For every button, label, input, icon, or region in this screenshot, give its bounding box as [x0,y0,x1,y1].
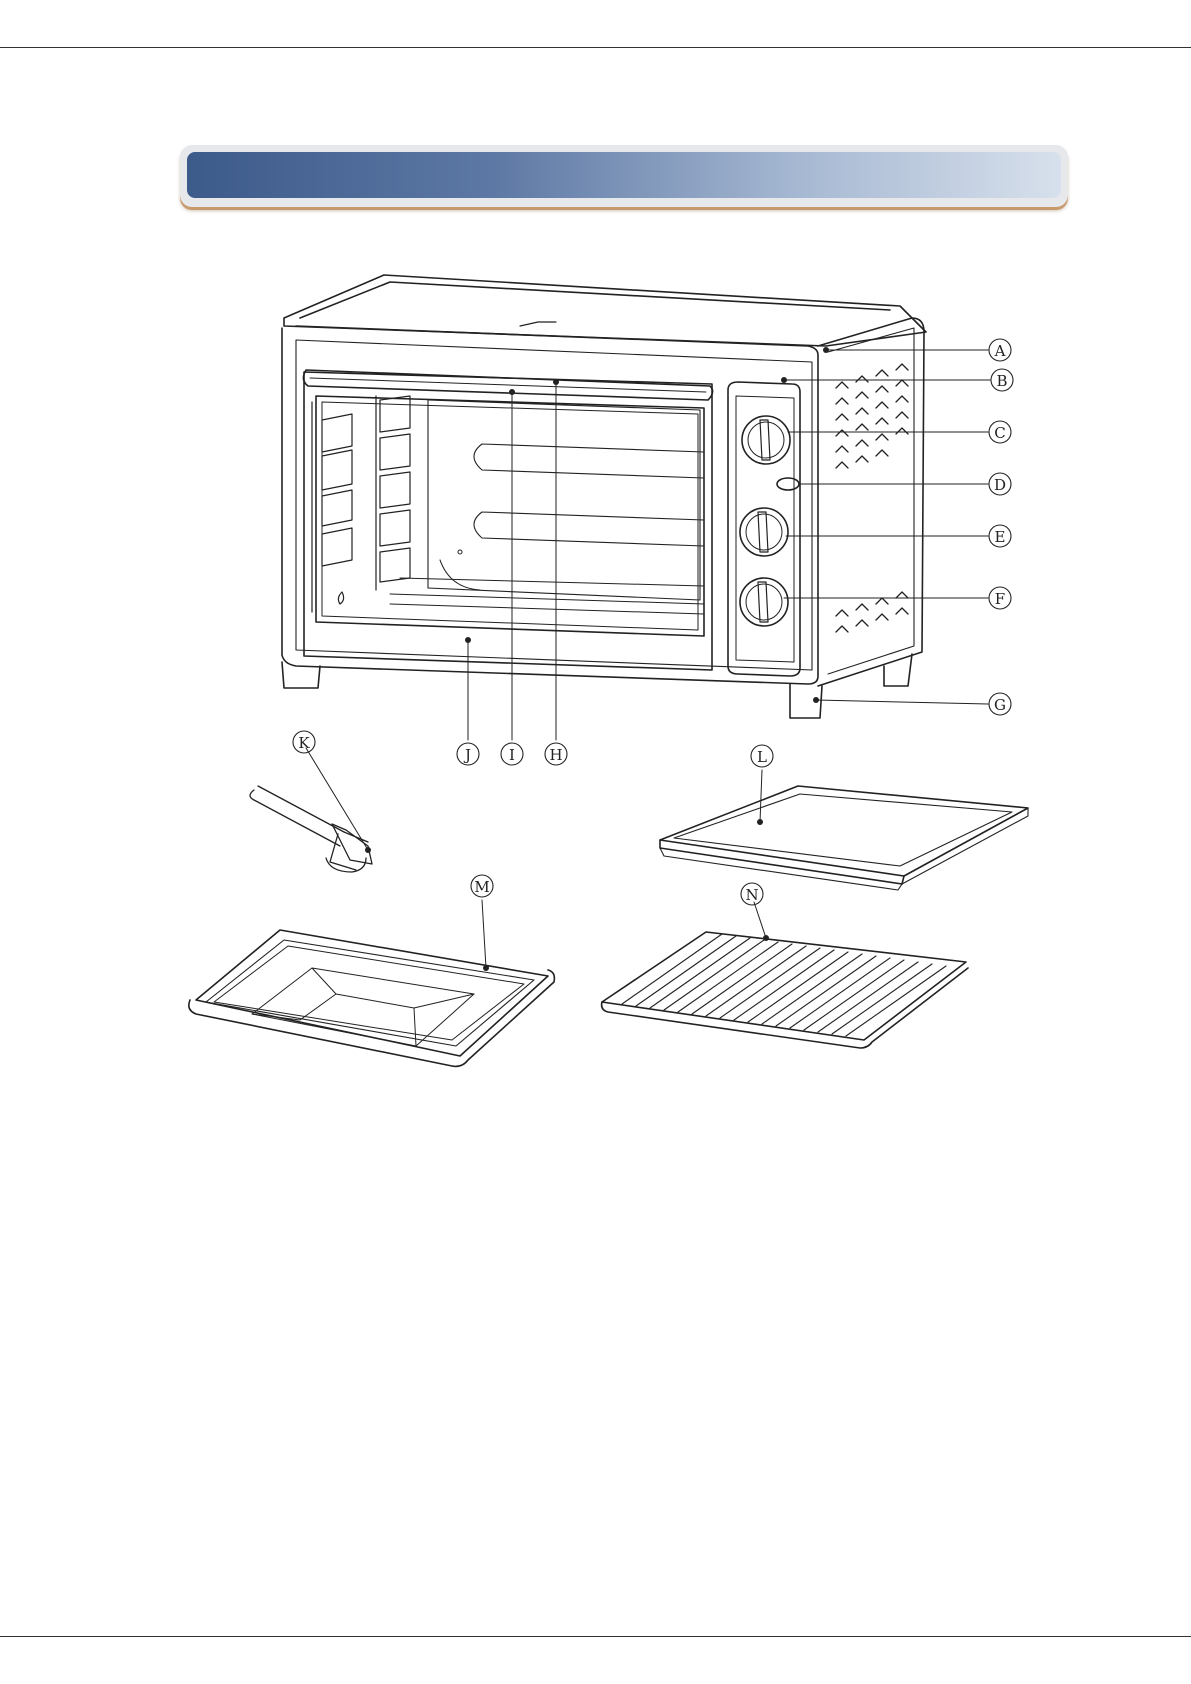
callout-j: J [457,743,479,765]
side-vents [836,364,908,632]
callout-d: D [989,473,1011,495]
knob-f [740,578,788,626]
svg-text:H: H [549,746,562,764]
svg-text:F: F [995,590,1005,608]
callout-g: G [989,693,1011,715]
svg-text:M: M [474,878,489,896]
svg-text:C: C [994,424,1005,442]
svg-text:G: G [994,696,1006,714]
knob-c [742,416,790,464]
leader-dots [365,347,829,971]
callout-m: M [471,875,493,897]
baking-tray-drawing [189,930,555,1066]
svg-text:I: I [509,746,515,764]
callout-f: F [989,587,1011,609]
knob-e [740,508,788,556]
callout-a: A [989,339,1011,361]
callout-l: L [751,745,773,767]
svg-text:A: A [994,342,1006,360]
svg-text:K: K [298,734,310,752]
svg-text:D: D [994,476,1006,494]
svg-text:N: N [745,886,758,904]
svg-text:L: L [757,748,767,766]
callout-e: E [989,525,1011,547]
crumb-tray-drawing [660,786,1028,890]
callout-labels: A B C D E F G H [293,339,1013,905]
callout-b: B [991,369,1013,391]
callout-k: K [293,731,315,753]
wire-rack-drawing [602,932,968,1048]
rotisserie-handle-drawing [250,786,372,872]
callout-i: I [501,743,523,765]
oven-drawing [282,275,926,718]
svg-text:B: B [996,372,1007,390]
svg-text:E: E [995,528,1006,546]
callout-n: N [741,883,763,905]
svg-text:J: J [463,746,471,764]
callout-h: H [545,743,567,765]
callout-c: C [989,421,1011,443]
